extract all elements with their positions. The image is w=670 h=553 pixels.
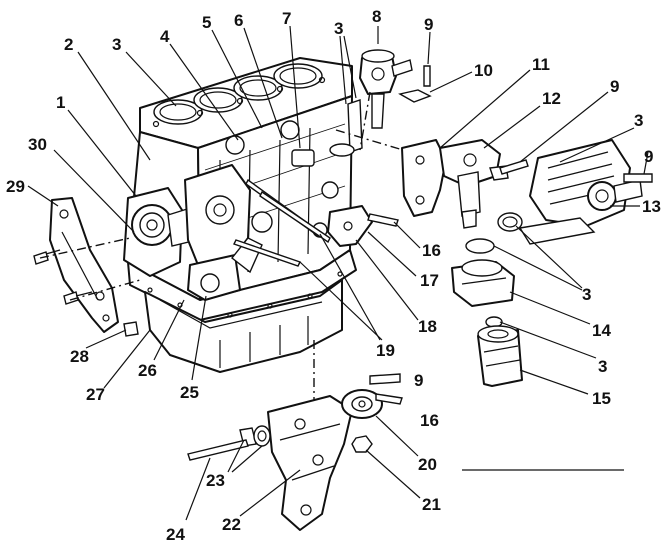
callout-3-top: 3 bbox=[334, 19, 343, 38]
callout-8: 8 bbox=[372, 7, 381, 26]
callout-16-upper: 16 bbox=[422, 241, 441, 260]
right-bracket bbox=[327, 205, 373, 247]
callout-28: 28 bbox=[70, 347, 89, 366]
callout-14: 14 bbox=[592, 321, 611, 340]
fuel-pump bbox=[439, 139, 509, 229]
idler-pulley bbox=[341, 389, 383, 419]
callout-12: 12 bbox=[542, 89, 561, 108]
bolt-16-upper bbox=[367, 213, 399, 227]
engine-mount-bracket-left bbox=[49, 197, 119, 333]
callout-10: 10 bbox=[474, 61, 493, 80]
distributor-shaft bbox=[329, 99, 363, 157]
bolt-9-right bbox=[623, 173, 653, 183]
callout-3-right: 3 bbox=[634, 111, 643, 130]
callout-11: 11 bbox=[532, 55, 550, 74]
distributor bbox=[359, 49, 413, 129]
callout-23: 23 bbox=[206, 471, 225, 490]
alternator bbox=[518, 139, 643, 245]
callout-3-ring: 3 bbox=[582, 285, 591, 304]
bolt-16-lower bbox=[375, 393, 403, 405]
callout-26: 26 bbox=[138, 361, 157, 380]
callout-7: 7 bbox=[282, 9, 291, 28]
callout-27: 27 bbox=[86, 385, 105, 404]
clamp-clip bbox=[398, 89, 432, 103]
oil-filter bbox=[477, 325, 523, 387]
callout-24: 24 bbox=[166, 525, 185, 544]
callout-18: 18 bbox=[418, 317, 437, 336]
callout-5: 5 bbox=[202, 13, 211, 32]
callout-15: 15 bbox=[592, 389, 611, 408]
callout-21: 21 bbox=[422, 495, 441, 514]
nut bbox=[351, 435, 373, 453]
callout-1: 1 bbox=[56, 93, 65, 112]
callout-16-lower: 16 bbox=[420, 411, 439, 430]
callout-3-left: 3 bbox=[112, 35, 121, 54]
assembly-line-29 bbox=[39, 237, 131, 259]
callout-17: 17 bbox=[420, 271, 439, 290]
assembly-line-29b bbox=[69, 279, 141, 301]
callout-3-filter: 3 bbox=[598, 357, 607, 376]
callout-9-right: 9 bbox=[644, 147, 653, 166]
callout-9-lower: 9 bbox=[414, 371, 423, 390]
callout-22: 22 bbox=[222, 515, 241, 534]
bolt-9-top bbox=[423, 65, 431, 87]
callout-13: 13 bbox=[642, 197, 661, 216]
callout-4: 4 bbox=[160, 27, 170, 46]
callout-2: 2 bbox=[64, 35, 73, 54]
callout-19: 19 bbox=[376, 341, 395, 360]
bolt-9-lower bbox=[369, 373, 401, 385]
callout-20: 20 bbox=[418, 455, 437, 474]
bolt-9-mid bbox=[499, 159, 529, 175]
alternator-bracket bbox=[401, 139, 447, 217]
callout-9-top: 9 bbox=[424, 15, 433, 34]
oil-filter-flange bbox=[451, 238, 515, 307]
leader-lines bbox=[27, 25, 649, 521]
long-bolts bbox=[233, 178, 331, 267]
callout-25: 25 bbox=[180, 383, 199, 402]
tensioner-bracket bbox=[267, 395, 353, 531]
callout-9-mid: 9 bbox=[610, 77, 619, 96]
callout-6: 6 bbox=[234, 11, 243, 30]
callout-30: 30 bbox=[28, 135, 47, 154]
callout-labels: 1 2 3 4 5 6 7 3 8 9 10 11 12 9 3 9 13 3 … bbox=[6, 7, 661, 544]
pivot-shaft bbox=[187, 439, 249, 461]
callout-29: 29 bbox=[6, 177, 25, 196]
